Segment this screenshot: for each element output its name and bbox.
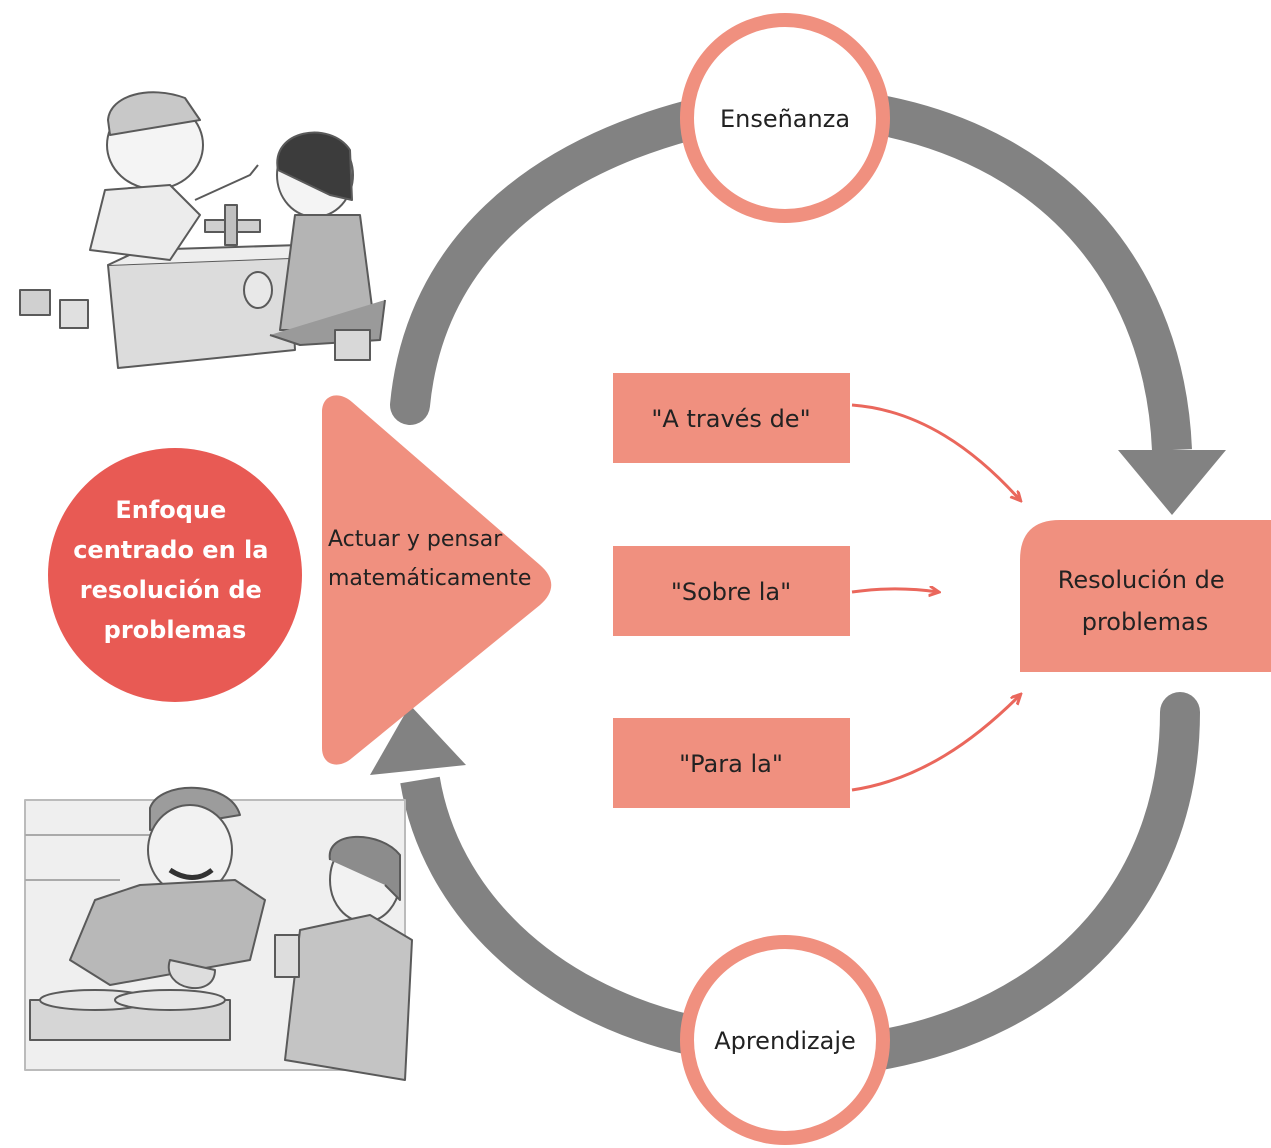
approach-label-line1: Enfoque — [115, 496, 226, 524]
about-box — [613, 546, 850, 636]
act-and-think-label: Actuar y pensar matemáticamente — [328, 527, 531, 591]
act-and-think-triangle — [322, 395, 552, 765]
market-vendor-illustration — [24, 786, 413, 1081]
approach-label-line3: resolución de — [80, 576, 262, 604]
through-box — [613, 373, 850, 463]
children-playing-illustration — [19, 91, 386, 369]
teaching-label: Enseñanza — [720, 105, 850, 133]
for-arrow — [851, 695, 1020, 792]
cycle-arc-bottom-right — [860, 692, 1200, 1070]
cycle-arrowhead-down — [1118, 450, 1226, 515]
approach-circle — [48, 448, 302, 702]
approach-label: Enfoque centrado en la resolución de pro… — [73, 496, 277, 644]
cycle-arrows — [370, 95, 1226, 1070]
problem-solving-box — [1020, 520, 1271, 672]
through-arrow — [851, 403, 1020, 500]
act-and-think-line1: Actuar y pensar — [328, 527, 503, 552]
approach-label-line4: problemas — [104, 616, 247, 644]
cycle-arc-bottom-left — [400, 776, 695, 1055]
act-and-think-line2: matemáticamente — [328, 566, 531, 591]
problem-solving-line2: problemas — [1082, 608, 1209, 636]
approach-label-line2: centrado en la — [73, 536, 268, 564]
for-box — [613, 718, 850, 808]
problem-solving-line1: Resolución de — [1058, 566, 1225, 594]
learning-circle — [680, 935, 890, 1145]
learning-label: Aprendizaje — [714, 1027, 856, 1055]
about-arrow — [851, 589, 938, 592]
cycle-arc-top-right — [876, 95, 1192, 451]
teaching-circle — [680, 13, 890, 223]
about-label: "Sobre la" — [671, 578, 791, 606]
through-label: "A través de" — [651, 405, 810, 433]
cycle-arc-top-left — [390, 100, 710, 425]
cycle-arrowhead-up — [370, 705, 466, 775]
problem-solving-label: Resolución de problemas — [1058, 566, 1232, 636]
for-label: "Para la" — [679, 750, 783, 778]
